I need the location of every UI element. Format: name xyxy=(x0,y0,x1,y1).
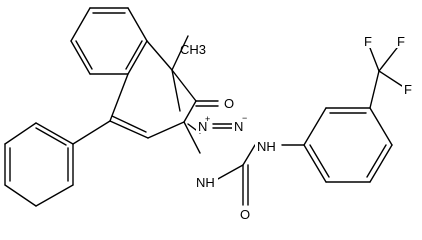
bond xyxy=(4,184,37,207)
bond xyxy=(369,144,393,183)
alkene-bond-inner xyxy=(111,115,147,133)
fluorine-label: F xyxy=(364,34,372,49)
urea-nh-lower-label: NH xyxy=(196,175,215,190)
fluorine-label: F xyxy=(397,34,405,49)
bond xyxy=(215,164,244,181)
diazo-n-minus-label: N xyxy=(234,119,243,134)
bond-inner xyxy=(35,127,67,146)
label-background xyxy=(238,206,252,222)
bond xyxy=(369,107,393,146)
diazo-negative-charge: − xyxy=(242,113,247,123)
urea-nh-upper-label: NH xyxy=(257,139,276,154)
diazo-positive-charge: + xyxy=(205,114,210,124)
bond xyxy=(147,121,185,139)
label-background xyxy=(402,80,415,96)
bond xyxy=(146,40,173,71)
bond-to-diazo-carbon xyxy=(171,69,181,112)
methyl-label: CH3 xyxy=(180,42,206,57)
bond xyxy=(109,73,129,122)
bond xyxy=(303,107,327,146)
bond xyxy=(35,122,74,145)
bond-inner xyxy=(366,144,387,178)
label-background xyxy=(196,117,212,133)
label-background xyxy=(395,32,408,48)
diazo-n-plus-label: N xyxy=(198,119,207,134)
bond-to-bridgehead xyxy=(183,100,197,123)
bond xyxy=(4,122,37,145)
bicyclic-core xyxy=(109,35,233,154)
urea-linkage xyxy=(215,144,256,206)
bond-to-methyl xyxy=(171,35,189,71)
label-background xyxy=(194,173,218,189)
bond-to-carbonyl xyxy=(171,69,197,102)
label-background xyxy=(222,95,236,111)
atom-labels: CH3 O N + N − NH NH O F F F xyxy=(180,32,415,222)
bond-to-phenyl xyxy=(72,120,111,145)
bond-to-fluorine xyxy=(378,47,398,72)
phenyl-ring xyxy=(4,120,111,207)
fluorine-label: F xyxy=(404,82,412,97)
label-background xyxy=(232,117,246,133)
bond-inner xyxy=(309,144,330,178)
urea-oxygen-label: O xyxy=(240,207,250,222)
bond-inner xyxy=(125,40,143,70)
bond xyxy=(127,7,148,42)
bond-to-lower-nh xyxy=(183,121,201,154)
bond xyxy=(127,40,148,75)
bond xyxy=(70,7,91,42)
bond xyxy=(242,144,256,166)
bond-to-cf3 xyxy=(369,70,380,109)
molecule-structure-diagram: CH3 O N + N − NH NH O F F F xyxy=(4,7,415,222)
label-background xyxy=(362,32,375,48)
label-background xyxy=(255,137,281,153)
bond xyxy=(35,184,74,207)
structure-canvas: CH3 O N + N − NH NH O F F F xyxy=(4,7,415,222)
bond xyxy=(70,40,91,75)
trifluoromethylphenyl-ring xyxy=(281,47,403,183)
bond-to-fluorine xyxy=(369,47,380,72)
carbonyl-oxygen-label: O xyxy=(224,96,234,111)
bond xyxy=(303,144,327,183)
fused-benzene-ring xyxy=(70,7,148,75)
alkene-bond xyxy=(109,120,149,139)
bond-inner xyxy=(75,40,93,70)
bond-to-fluorine xyxy=(378,70,403,87)
